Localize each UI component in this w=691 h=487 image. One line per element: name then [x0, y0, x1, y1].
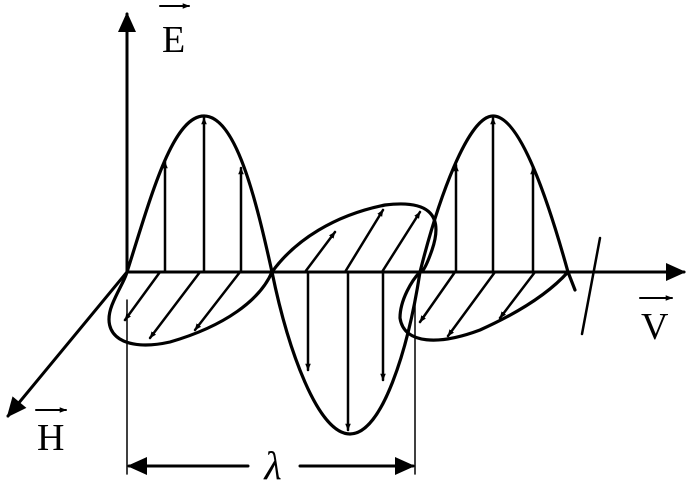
h-loop-1	[107, 270, 274, 347]
v-label: V	[641, 306, 669, 348]
h-label: H	[37, 417, 64, 459]
h-field-wave	[107, 202, 570, 347]
h-vector	[303, 230, 337, 274]
h-field-vectors	[123, 208, 537, 340]
wavelength-marker: λ	[126, 299, 416, 487]
h-vector	[123, 270, 162, 322]
h-loop-3	[398, 270, 570, 342]
e-field-vectors	[162, 116, 536, 432]
h-vector	[193, 270, 242, 332]
h-loop-2	[270, 202, 438, 274]
e-field-wave	[125, 114, 577, 436]
h-vector	[418, 270, 457, 324]
e-label-group: E	[159, 3, 190, 61]
v-label-group: V	[639, 295, 673, 348]
h-vector	[498, 270, 537, 320]
h-vector	[380, 210, 422, 274]
wave-axis-extension	[580, 236, 602, 336]
wavelength-label: λ	[263, 443, 281, 487]
h-axis	[6, 270, 129, 418]
e-label: E	[162, 19, 185, 61]
axes	[6, 12, 686, 418]
e-wave-curve	[125, 114, 577, 436]
h-vector	[446, 270, 497, 338]
h-vector	[148, 270, 202, 340]
h-vector	[343, 208, 385, 274]
h-label-group: H	[35, 407, 67, 459]
